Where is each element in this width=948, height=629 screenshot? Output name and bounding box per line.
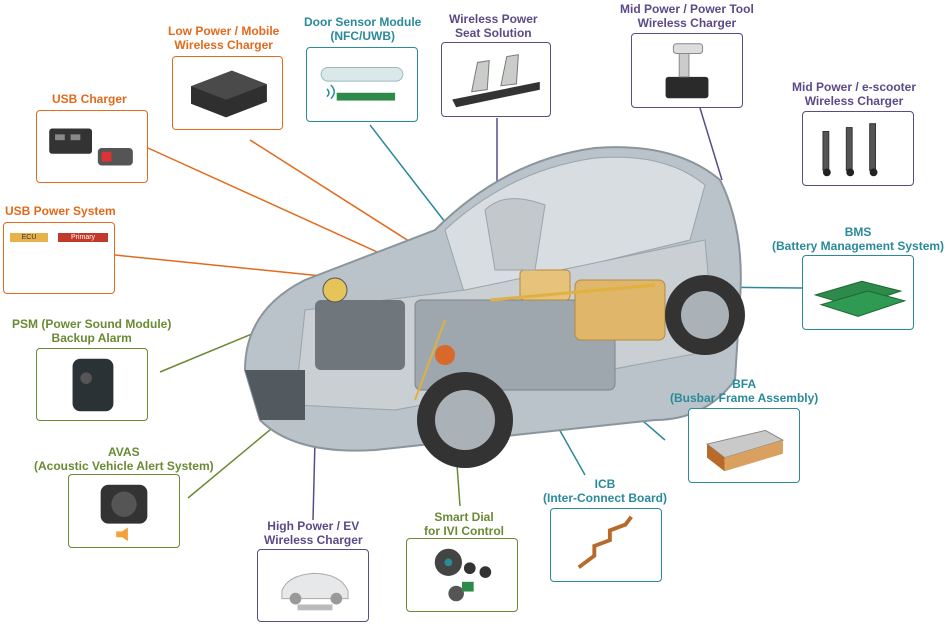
label-line: High Power / EV [267, 519, 360, 533]
label-line: Wireless Charger [804, 94, 904, 108]
scooter-charger-box [802, 111, 914, 186]
label-line: Mid Power / Power Tool [620, 2, 754, 16]
label-line: Mid Power / e-scooter [792, 80, 917, 94]
line-mid-power-tool [699, 107, 723, 181]
door-sensor-box [306, 47, 418, 122]
label-line: PSM (Power Sound Module) [12, 317, 172, 331]
label-bms: BMS (Battery Management System) [772, 225, 944, 253]
bms-box [802, 255, 914, 330]
label-low-power-wireless-charger: Low Power / Mobile Wireless Charger [168, 24, 279, 52]
label-high-power-ev-charger: High Power / EV Wireless Charger [264, 519, 363, 547]
icb-box [550, 508, 662, 582]
avas-box [68, 474, 180, 548]
label-wireless-power-seat: Wireless Power Seat Solution [449, 12, 538, 40]
usb-charger-box [36, 110, 148, 183]
label-line: (Battery Management System) [772, 239, 945, 253]
label-line: AVAS [108, 445, 140, 459]
power-tool-charger-box [631, 33, 743, 108]
label-line: Wireless Power [449, 12, 538, 26]
label-door-sensor-module: Door Sensor Module (NFC/UWB) [304, 15, 421, 43]
label-line: BFA [732, 377, 757, 391]
label-line: (Acoustic Vehicle Alert System) [34, 459, 214, 473]
label-line: (NFC/UWB) [330, 29, 395, 43]
psm-box [36, 348, 148, 421]
ecu-tag: ECU [10, 233, 48, 242]
label-line: Smart Dial [434, 510, 494, 524]
label-usb-power-system: USB Power System [5, 204, 116, 218]
label-line: Door Sensor Module [304, 15, 422, 29]
bfa-box [688, 408, 800, 483]
label-line: Wireless Charger [174, 38, 273, 52]
label-line: Backup Alarm [51, 331, 132, 345]
usb-power-system-box: ECU Primary [3, 222, 115, 294]
ev-charger-box [257, 549, 369, 622]
label-line: (Busbar Frame Assembly) [670, 391, 819, 405]
primary-tag: Primary [58, 233, 108, 242]
label-icb: ICB (Inter-Connect Board) [543, 477, 667, 505]
label-line: Wireless Charger [264, 533, 363, 547]
label-line: ICB [594, 477, 616, 491]
smart-dial-box [406, 538, 518, 612]
electric-car-cutaway-illustration [235, 120, 755, 490]
label-line: for IVI Control [424, 524, 504, 538]
line-high-power [312, 439, 316, 521]
seat-solution-box [441, 42, 551, 117]
line-door-sensor [369, 124, 446, 223]
label-usb-charger: USB Charger [52, 92, 127, 106]
label-psm: PSM (Power Sound Module) Backup Alarm [12, 317, 171, 345]
label-line: USB Charger [52, 92, 127, 106]
label-avas: AVAS (Acoustic Vehicle Alert System) [34, 445, 214, 473]
low-power-charger-box [172, 56, 283, 130]
label-line: Low Power / Mobile [168, 24, 280, 38]
label-bfa: BFA (Busbar Frame Assembly) [670, 377, 818, 405]
label-line: BMS [844, 225, 872, 239]
label-line: Seat Solution [454, 26, 532, 40]
label-line: USB Power System [5, 204, 116, 218]
label-line: (Inter-Connect Board) [543, 491, 667, 505]
label-mid-power-scooter-charger: Mid Power / e-scooter Wireless Charger [792, 80, 916, 108]
label-line: Wireless Charger [637, 16, 737, 30]
label-mid-power-tool-charger: Mid Power / Power Tool Wireless Charger [620, 2, 754, 30]
label-smart-dial: Smart Dial for IVI Control [424, 510, 504, 538]
